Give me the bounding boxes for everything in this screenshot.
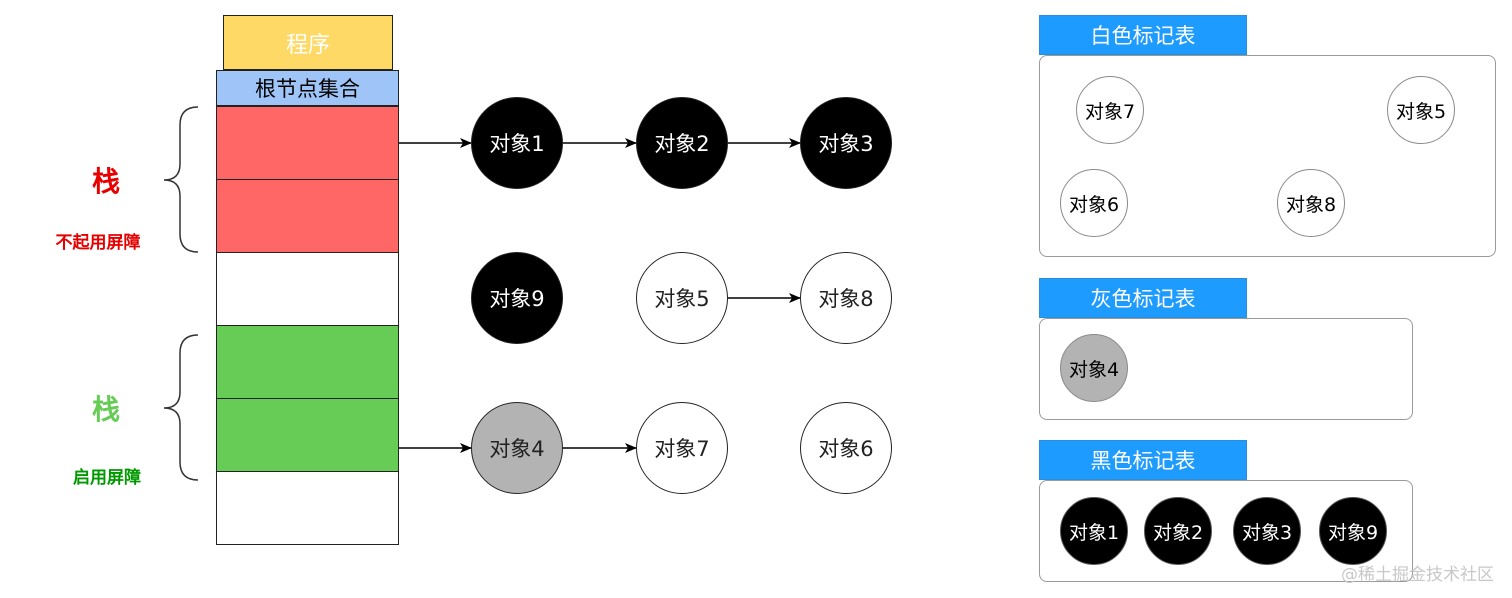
node-obj8-label: 对象8 xyxy=(818,287,874,311)
white-table-panel: 对象7 对象5 对象6 对象8 xyxy=(1039,55,1496,257)
lower-brace xyxy=(163,334,199,481)
node-obj4: 对象4 xyxy=(471,402,563,494)
stack-cell-red-1 xyxy=(216,106,399,180)
program-box: 程序 xyxy=(223,15,393,70)
black-table-item: 对象1 xyxy=(1060,497,1128,565)
stack-cell-green-1 xyxy=(216,325,399,399)
watermark: @稀土掘金技术社区 xyxy=(1341,565,1494,585)
node-obj8: 对象8 xyxy=(800,252,892,344)
program-label: 程序 xyxy=(285,32,330,58)
stack-cell-empty-2 xyxy=(216,471,399,545)
white-table-item: 对象5 xyxy=(1387,76,1455,144)
white-table-tab: 白色标记表 xyxy=(1039,15,1247,55)
node-obj1: 对象1 xyxy=(471,97,563,189)
node-obj2-label: 对象2 xyxy=(654,132,710,156)
black-table-item-label: 对象3 xyxy=(1241,521,1293,544)
gray-table-panel: 对象4 xyxy=(1039,318,1413,420)
gray-table-item-label: 对象4 xyxy=(1068,358,1120,381)
gray-table-title: 灰色标记表 xyxy=(1090,287,1196,311)
node-obj4-label: 对象4 xyxy=(489,437,545,461)
node-obj7-label: 对象7 xyxy=(654,437,710,461)
gray-table-tab: 灰色标记表 xyxy=(1039,278,1247,318)
white-table-item-label: 对象6 xyxy=(1068,193,1120,216)
white-table-item-label: 对象7 xyxy=(1084,100,1136,123)
node-obj9: 对象9 xyxy=(471,252,563,344)
black-table-item-label: 对象9 xyxy=(1327,521,1379,544)
black-table-item-label: 对象1 xyxy=(1068,521,1120,544)
node-obj2: 对象2 xyxy=(636,97,728,189)
black-table-tab: 黑色标记表 xyxy=(1039,440,1247,480)
root-set-box: 根节点集合 xyxy=(216,70,399,106)
node-obj6: 对象6 xyxy=(800,402,892,494)
white-table-item: 对象8 xyxy=(1277,169,1345,237)
white-table-item-label: 对象8 xyxy=(1285,193,1337,216)
black-table-title: 黑色标记表 xyxy=(1090,449,1196,473)
black-table-item-label: 对象2 xyxy=(1152,521,1204,544)
white-table-item-label: 对象5 xyxy=(1395,100,1447,123)
node-obj1-label: 对象1 xyxy=(489,132,545,156)
node-obj6-label: 对象6 xyxy=(818,437,874,461)
stack-cell-empty-1 xyxy=(216,252,399,326)
black-table-item: 对象9 xyxy=(1319,497,1387,565)
upper-brace xyxy=(163,106,199,253)
root-set-label: 根节点集合 xyxy=(255,77,360,101)
white-table-item: 对象7 xyxy=(1076,76,1144,144)
black-table-item: 对象3 xyxy=(1233,497,1301,565)
node-obj3-label: 对象3 xyxy=(818,132,874,156)
black-table-panel: 对象1 对象2 对象3 对象9 xyxy=(1039,480,1413,582)
lower-stack-label: 栈 xyxy=(91,393,120,426)
node-obj5: 对象5 xyxy=(636,252,728,344)
upper-barrier-label: 不起用屏障 xyxy=(55,233,141,253)
node-obj9-label: 对象9 xyxy=(489,287,545,311)
lower-barrier-label: 启用屏障 xyxy=(73,468,141,488)
white-table-item: 对象6 xyxy=(1060,169,1128,237)
node-obj7: 对象7 xyxy=(636,402,728,494)
node-obj5-label: 对象5 xyxy=(654,287,710,311)
stack-cell-green-2 xyxy=(216,398,399,472)
gray-table-item: 对象4 xyxy=(1060,334,1128,402)
black-table-item: 对象2 xyxy=(1144,497,1212,565)
upper-stack-label: 栈 xyxy=(91,165,120,198)
node-obj3: 对象3 xyxy=(800,97,892,189)
white-table-title: 白色标记表 xyxy=(1090,24,1196,48)
